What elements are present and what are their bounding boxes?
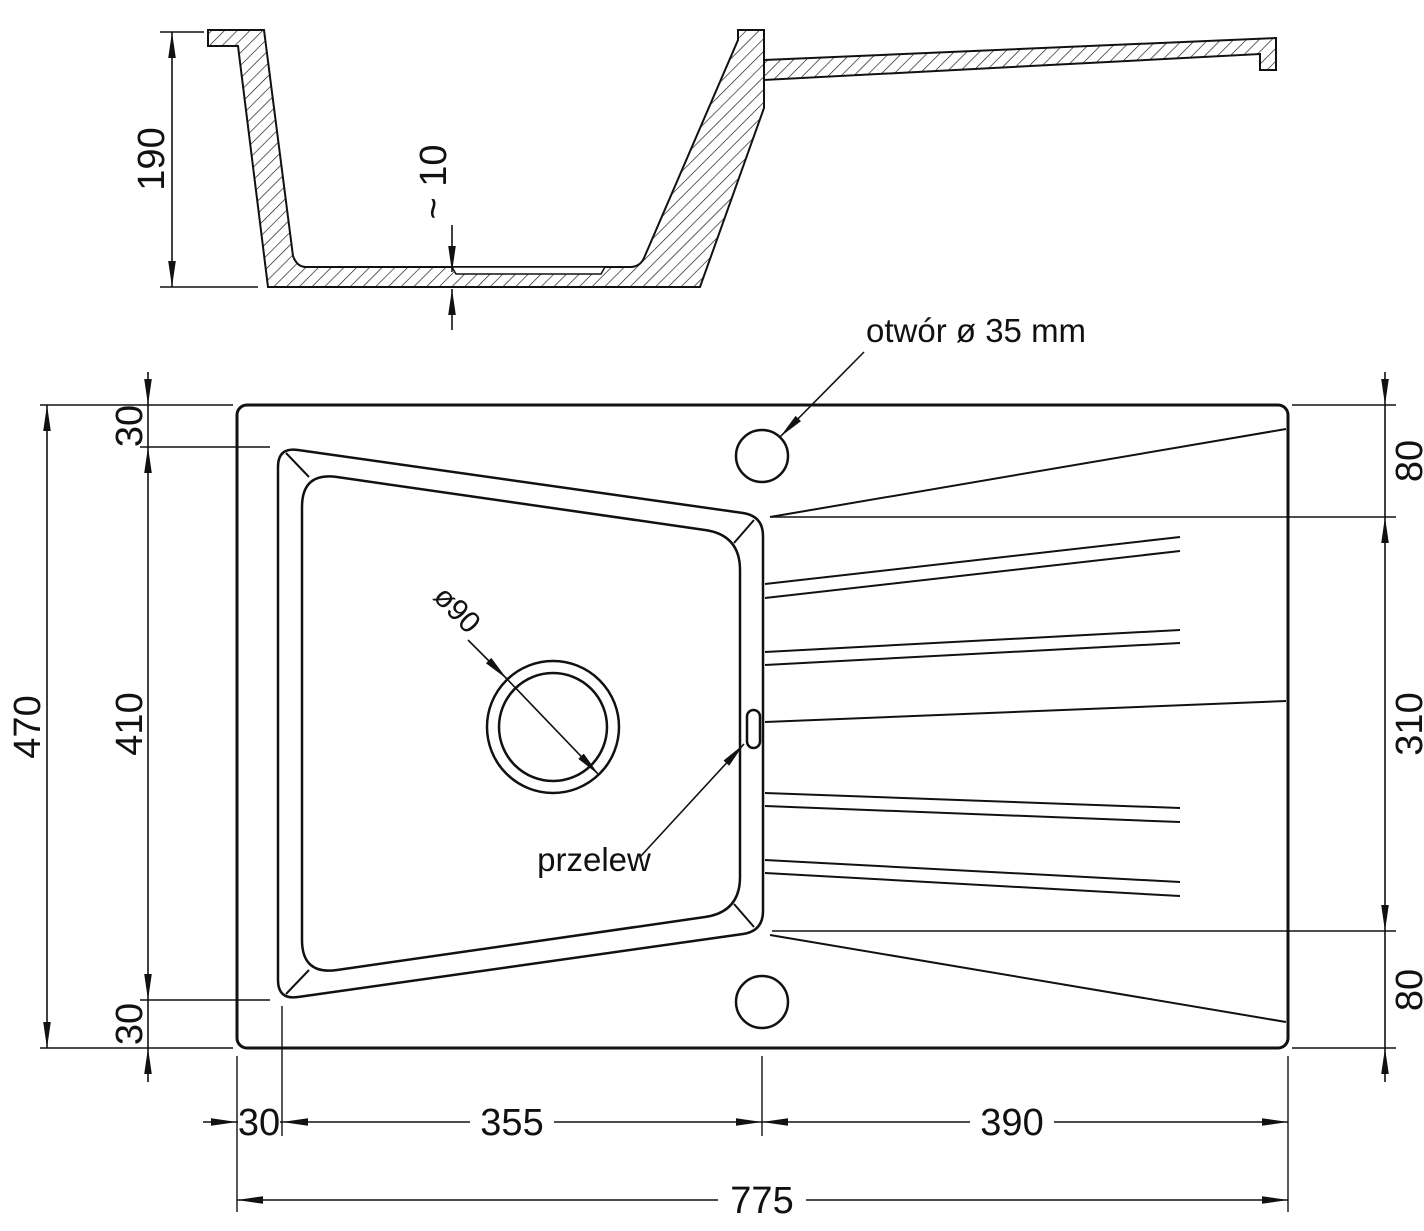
dim-right-310: 310 xyxy=(1389,692,1424,755)
label-overflow: przelew xyxy=(537,841,651,878)
basin-corner-tick xyxy=(285,969,310,995)
section-basin-profile xyxy=(207,29,765,288)
overflow-leader xyxy=(639,743,745,858)
overflow-slot xyxy=(745,708,762,750)
dim-margin-top-30: 30 xyxy=(109,405,151,447)
dim-margin-bottom-30: 30 xyxy=(109,1003,151,1045)
label-faucet-hole: otwór ø 35 mm xyxy=(866,312,1086,349)
sink-outline xyxy=(235,403,1290,1050)
faucet-hole-leader xyxy=(779,351,865,438)
basin-corner-tick xyxy=(285,452,310,478)
section-bottom-recess xyxy=(450,266,607,275)
dim-drainer-390: 390 xyxy=(980,1102,1043,1144)
basin-corner-tick xyxy=(733,903,755,928)
section-drainboard-profile xyxy=(763,36,1277,82)
dimension-texts: 470 30 410 30 80 310 80 30 355 390 775 xyxy=(7,405,1424,1222)
drainboard-grooves xyxy=(764,428,1287,1023)
drain-diameter-leader-out xyxy=(467,639,508,680)
dim-depth-190: 190 xyxy=(131,127,173,190)
dim-basin-355: 355 xyxy=(480,1102,543,1144)
dim-right-bottom-80: 80 xyxy=(1389,969,1424,1011)
extension-lines xyxy=(40,404,1396,1212)
basin-corner-tick xyxy=(733,519,755,544)
dim-bottom-30: 30 xyxy=(238,1102,280,1144)
section-view: 190 ~ 10 xyxy=(131,29,1277,330)
dim-thickness-10: ~ 10 xyxy=(413,144,455,219)
plan-view: otwór ø 35 mm przelew ø90 xyxy=(235,312,1290,1050)
drain-diameter-leader-in xyxy=(506,678,600,776)
dim-basin-410: 410 xyxy=(109,692,151,755)
dim-total-775: 775 xyxy=(730,1180,793,1222)
faucet-hole-circle xyxy=(734,428,790,484)
dim-right-top-80: 80 xyxy=(1389,440,1424,482)
bottom-hole-circle xyxy=(734,974,790,1030)
dim-total-470: 470 xyxy=(7,695,49,758)
